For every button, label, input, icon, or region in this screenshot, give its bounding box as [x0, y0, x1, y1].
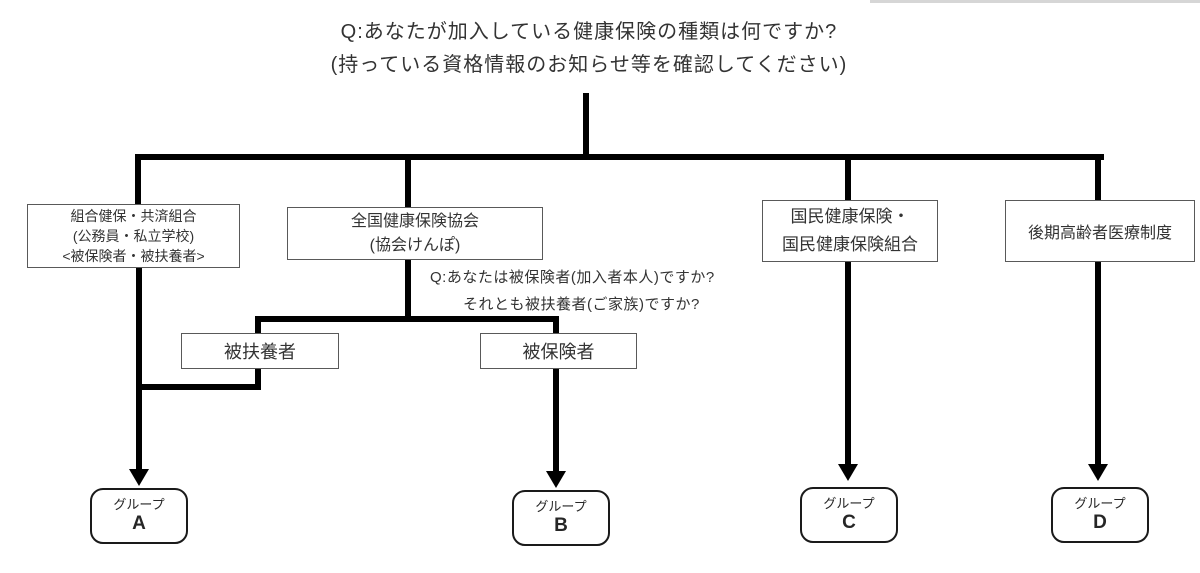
branch-box-kyokai-kenpo: 全国健康保険協会 (協会けんぽ): [287, 207, 543, 260]
trunk-line: [583, 93, 589, 157]
branch-box-kokumin-kenko-hoken: 国民健康保険・ 国民健康保険組合: [762, 200, 938, 262]
line-to-group-b: [553, 367, 559, 471]
dependent-merge-line: [138, 384, 261, 390]
arrow-down-icon-d: [1088, 464, 1108, 481]
branch-box-line: <被保険者・被扶養者>: [62, 248, 205, 264]
group-box-b: グループ B: [512, 490, 610, 546]
group-letter: C: [842, 512, 856, 533]
branch-box-line: 後期高齢者医療制度: [1027, 225, 1172, 242]
line-to-group-a: [136, 267, 142, 471]
dependent-lower-line: [255, 367, 261, 389]
sub-drop-dependent: [255, 316, 261, 336]
arrow-down-icon-c: [838, 464, 858, 481]
sub-box-label: 被保険者: [522, 342, 595, 362]
group-box-a: グループ A: [90, 488, 188, 544]
branch-box-line: 全国健康保険協会: [350, 212, 479, 230]
branch-box-line: (協会けんぽ): [369, 236, 461, 254]
branch-box-line: (公務員・私立学校): [72, 228, 195, 244]
drop-line-branch2: [405, 154, 411, 209]
top-edge-divider: [870, 0, 1200, 3]
arrow-down-icon-a: [129, 469, 149, 486]
branch-box-line: 国民健康保険組合: [782, 235, 918, 254]
branch-box-line: 国民健康保険・: [790, 207, 910, 226]
sub-drop-insured: [553, 316, 559, 336]
question-title-line1: Q:あなたが加入している健康保険の種類は何ですか?: [340, 21, 838, 43]
group-label: グループ: [1074, 496, 1126, 511]
branch-box-union-kyosai: 組合健保・共済組合 (公務員・私立学校) <被保険者・被扶養者>: [27, 204, 240, 268]
drop-line-branch4: [1095, 154, 1101, 202]
sub-question-line1: Q:あなたは被保険者(加入者本人)ですか?: [430, 269, 715, 286]
sub-question: Q:あなたは被保険者(加入者本人)ですか? それとも被扶養者(ご家族)ですか?: [430, 264, 715, 318]
line-to-group-d: [1095, 260, 1101, 465]
question-title: Q:あなたが加入している健康保険の種類は何ですか? (持っている資格情報のお知ら…: [0, 16, 1178, 82]
branch-box-kouki-koureisha: 後期高齢者医療制度: [1005, 200, 1195, 262]
group-letter: D: [1093, 512, 1107, 533]
sub-box-insured: 被保険者: [480, 333, 637, 369]
question-title-line2: (持っている資格情報のお知らせ等を確認してください): [330, 54, 848, 76]
group-box-d: グループ D: [1051, 487, 1149, 543]
branch-box-line: 組合健保・共済組合: [70, 208, 197, 224]
sub-box-dependent: 被扶養者: [181, 333, 339, 369]
group-letter: A: [132, 513, 146, 534]
drop-line-branch1: [135, 154, 141, 206]
drop-line-branch3: [845, 154, 851, 202]
sub-question-line2: それとも被扶養者(ご家族)ですか?: [463, 296, 700, 313]
sub-horizontal-line: [255, 316, 559, 322]
group-label: グループ: [113, 497, 165, 512]
group-label: グループ: [535, 499, 587, 514]
arrow-down-icon-b: [546, 471, 566, 488]
group-letter: B: [554, 515, 568, 536]
line-to-group-c: [845, 260, 851, 465]
branch-horizontal-line: [135, 154, 1104, 160]
sub-box-label: 被扶養者: [224, 342, 296, 362]
group-box-c: グループ C: [800, 487, 898, 543]
group-label: グループ: [823, 496, 875, 511]
sub-trunk-line: [405, 259, 411, 321]
